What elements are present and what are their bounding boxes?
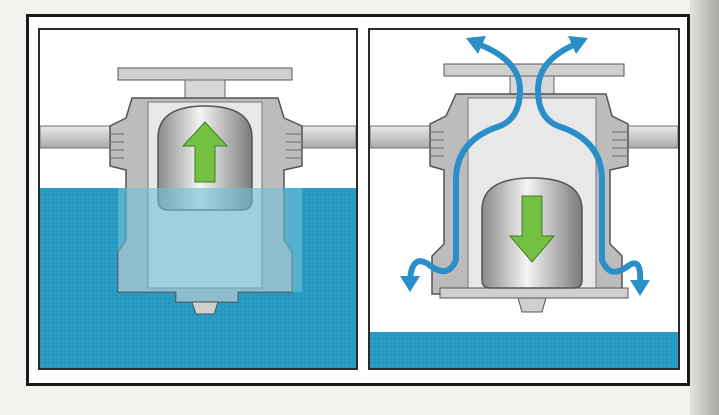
page-edge-shadow [690,0,719,415]
pipe-left [40,125,119,149]
panel-float-down [368,28,680,370]
water-in-valve [118,188,302,302]
air-flow-arrowheads [400,36,650,296]
panel-float-up [38,28,358,370]
base-plate [439,287,629,299]
water [370,332,678,368]
air-flow-right-channel [534,41,605,263]
bottom-nozzle [517,297,547,313]
arrow-down [508,195,556,263]
threads-left [430,131,444,157]
valve-diagram-right [370,36,678,368]
threads-left [110,133,124,159]
arrowhead-top-left [466,36,486,54]
top-cap [117,67,293,81]
air-flow [407,41,644,287]
air-flow-bottom-right [599,257,644,287]
air-flow-bottom-left [407,257,459,283]
arrowhead-top-right [568,36,588,54]
threads-right [612,131,628,157]
valve-diagram-left [40,67,356,368]
bottom-nozzle [191,301,219,315]
air-flow-left-channel [453,41,524,263]
threads-right [286,133,302,159]
arrowhead-bottom-right [630,280,650,296]
cap-stem [184,79,226,99]
arrow-up [181,121,229,183]
top-cap [443,63,625,77]
arrowhead-bottom-left [400,276,420,292]
